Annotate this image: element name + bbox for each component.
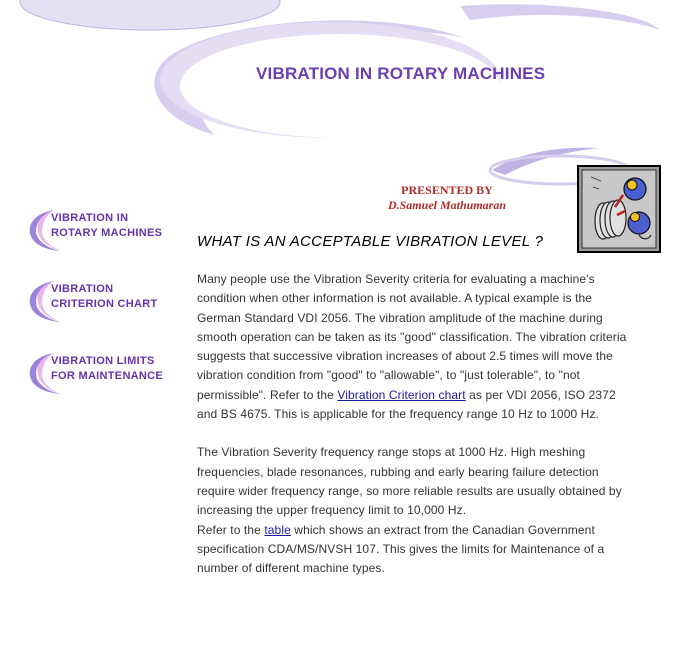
sidebar-item-vibration-limits-for-maintenance[interactable]: VIBRATION LIMITS FOR MAINTENANCE xyxy=(26,352,186,396)
machine-vibration-clipart-icon xyxy=(577,165,661,253)
paragraph-vibration-criteria: Many people use the Vibration Severity c… xyxy=(197,272,627,422)
page-title: VIBRATION IN ROTARY MACHINES xyxy=(256,64,546,83)
nav-swoosh-icon xyxy=(29,353,60,394)
sidebar-item-vibration-criterion-chart[interactable]: VIBRATION CRITERION CHART xyxy=(26,280,186,324)
author-name: D.Samuel Mathumaran xyxy=(387,198,507,212)
sidebar-item-label: VIBRATION LIMITS FOR MAINTENANCE xyxy=(51,355,164,382)
maintenance-table-link[interactable]: table xyxy=(264,522,291,537)
paragraph-frequency-range: The Vibration Severity frequency range s… xyxy=(197,445,622,518)
paragraph-canadian-spec: Refer to the table which shows an extrac… xyxy=(197,522,605,576)
section-heading: WHAT IS AN ACCEPTABLE VIBRATION LEVEL ? xyxy=(197,233,544,250)
presented-by-heading: PRESENTED BY xyxy=(401,183,493,197)
sidebar-item-label: VIBRATION IN ROTARY MACHINES xyxy=(51,212,163,239)
nav-swoosh-icon xyxy=(29,281,60,322)
sidebar-item-vibration-in-rotary-machines[interactable]: VIBRATION IN ROTARY MACHINES xyxy=(26,209,186,253)
article-body: Many people use the Vibration Severity c… xyxy=(197,270,627,578)
nav-swoosh-icon xyxy=(29,210,60,251)
vibration-criterion-chart-link[interactable]: Vibration Criterion chart xyxy=(337,387,466,402)
sidebar-item-label: VIBRATION CRITERION CHART xyxy=(51,283,158,310)
presented-by-block: PRESENTED BY D.Samuel Mathumaran xyxy=(360,183,534,213)
